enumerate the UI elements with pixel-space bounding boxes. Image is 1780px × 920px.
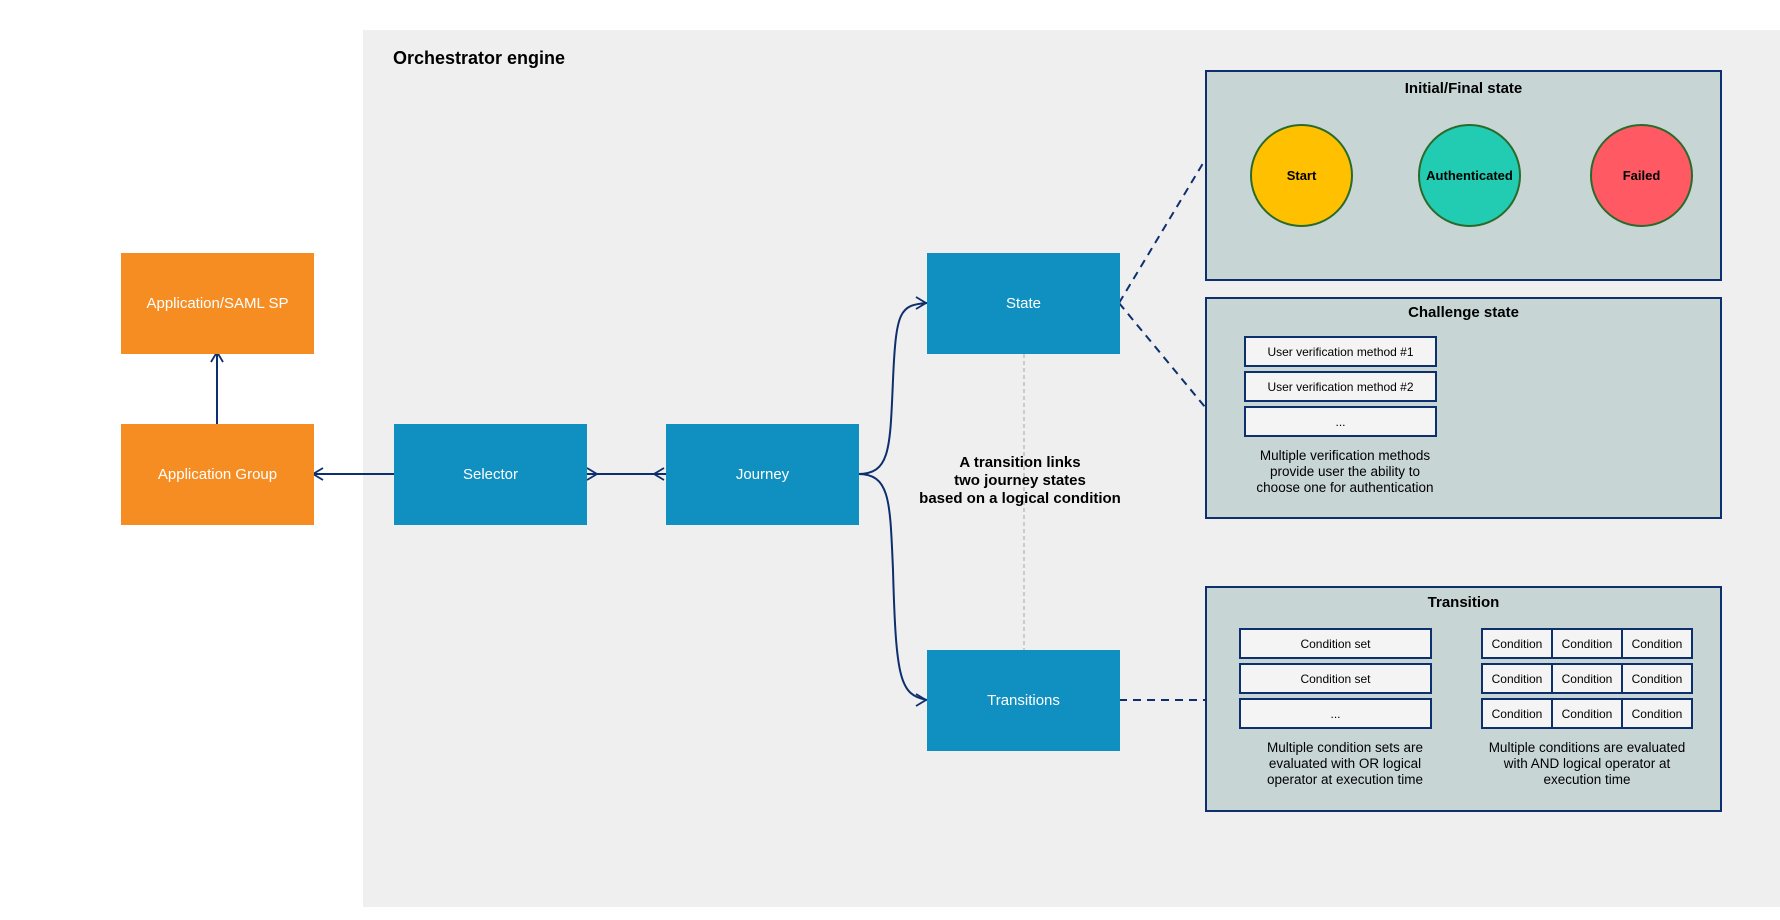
- condition-set-more-label: ...: [1330, 706, 1341, 721]
- and-note-line-2: with AND logical operator at: [1503, 756, 1671, 771]
- authenticated-state-circle: Authenticated: [1418, 124, 1521, 227]
- condition-row-1: Condition Condition Condition: [1481, 628, 1693, 659]
- condition-row-3: Condition Condition Condition: [1481, 698, 1693, 729]
- condition-cell: Condition: [1623, 628, 1693, 659]
- failed-state-label: Failed: [1622, 168, 1661, 183]
- verification-method-more-label: ...: [1335, 414, 1346, 429]
- verification-method-2: User verification method #2: [1244, 371, 1437, 402]
- condition-cell: Condition: [1623, 663, 1693, 694]
- challenge-note-line-2: provide user the ability to: [1269, 464, 1421, 479]
- transition-note-line-2: two journey states: [954, 472, 1086, 489]
- start-state-label: Start: [1286, 168, 1317, 183]
- authenticated-state-label: Authenticated: [1426, 168, 1513, 183]
- edge-state-initial: [1118, 159, 1206, 304]
- condition-set-more: ...: [1239, 698, 1432, 729]
- edge-journey-state: [857, 302, 928, 475]
- selector-node: Selector: [394, 424, 587, 525]
- engine-title: Orchestrator engine: [393, 48, 566, 68]
- and-note-line-3: execution time: [1543, 772, 1631, 787]
- condition-cell: Condition: [1481, 698, 1553, 729]
- or-note-line-1: Multiple condition sets are: [1266, 740, 1424, 755]
- edge-state-challenge: [1118, 302, 1206, 408]
- condition-set-1: Condition set: [1239, 628, 1432, 659]
- transition-note-line-3: based on a logical condition: [919, 490, 1121, 507]
- application-saml-sp-label: Application/SAML SP: [146, 295, 289, 312]
- condition-cell: Condition: [1553, 628, 1623, 659]
- condition-set-2: Condition set: [1239, 663, 1432, 694]
- challenge-note-line-3: choose one for authentication: [1256, 480, 1434, 495]
- condition-cell: Condition: [1553, 663, 1623, 694]
- condition-cell: Condition: [1553, 698, 1623, 729]
- and-note-line-1: Multiple conditions are evaluated: [1488, 740, 1686, 755]
- edge-journey-transitions: [857, 473, 928, 701]
- challenge-state-title: Challenge state: [1408, 304, 1519, 321]
- condition-cell: Condition: [1623, 698, 1693, 729]
- application-group-node: Application Group: [121, 424, 314, 525]
- transition-panel-title: Transition: [1427, 594, 1500, 611]
- transition-note: A transition links two journey states ba…: [880, 454, 1160, 508]
- application-saml-sp-node: Application/SAML SP: [121, 253, 314, 354]
- state-node: State: [927, 253, 1120, 354]
- selector-label: Selector: [462, 466, 519, 483]
- and-operator-note: Multiple conditions are evaluated with A…: [1467, 740, 1707, 788]
- challenge-note-line-1: Multiple verification methods: [1259, 448, 1431, 463]
- challenge-note: Multiple verification methods provide us…: [1225, 448, 1465, 496]
- condition-row-2: Condition Condition Condition: [1481, 663, 1693, 694]
- application-group-label: Application Group: [157, 466, 278, 483]
- condition-set-1-label: Condition set: [1300, 636, 1371, 651]
- initial-final-state-title: Initial/Final state: [1404, 80, 1523, 97]
- transitions-label: Transitions: [987, 692, 1060, 709]
- or-note-line-3: operator at execution time: [1266, 772, 1424, 787]
- verification-method-1: User verification method #1: [1244, 336, 1437, 367]
- verification-method-more: ...: [1244, 406, 1437, 437]
- start-state-circle: Start: [1250, 124, 1353, 227]
- or-operator-note: Multiple condition sets are evaluated wi…: [1225, 740, 1465, 788]
- condition-cell: Condition: [1481, 628, 1553, 659]
- journey-label: Journey: [735, 466, 790, 483]
- or-note-line-2: evaluated with OR logical: [1268, 756, 1422, 771]
- failed-state-circle: Failed: [1590, 124, 1693, 227]
- transition-note-line-1: A transition links: [959, 454, 1081, 471]
- transitions-node: Transitions: [927, 650, 1120, 751]
- verification-method-1-label: User verification method #1: [1267, 344, 1414, 359]
- journey-node: Journey: [666, 424, 859, 525]
- state-label: State: [1005, 295, 1042, 312]
- condition-cell: Condition: [1481, 663, 1553, 694]
- condition-set-2-label: Condition set: [1300, 671, 1371, 686]
- verification-method-2-label: User verification method #2: [1267, 379, 1414, 394]
